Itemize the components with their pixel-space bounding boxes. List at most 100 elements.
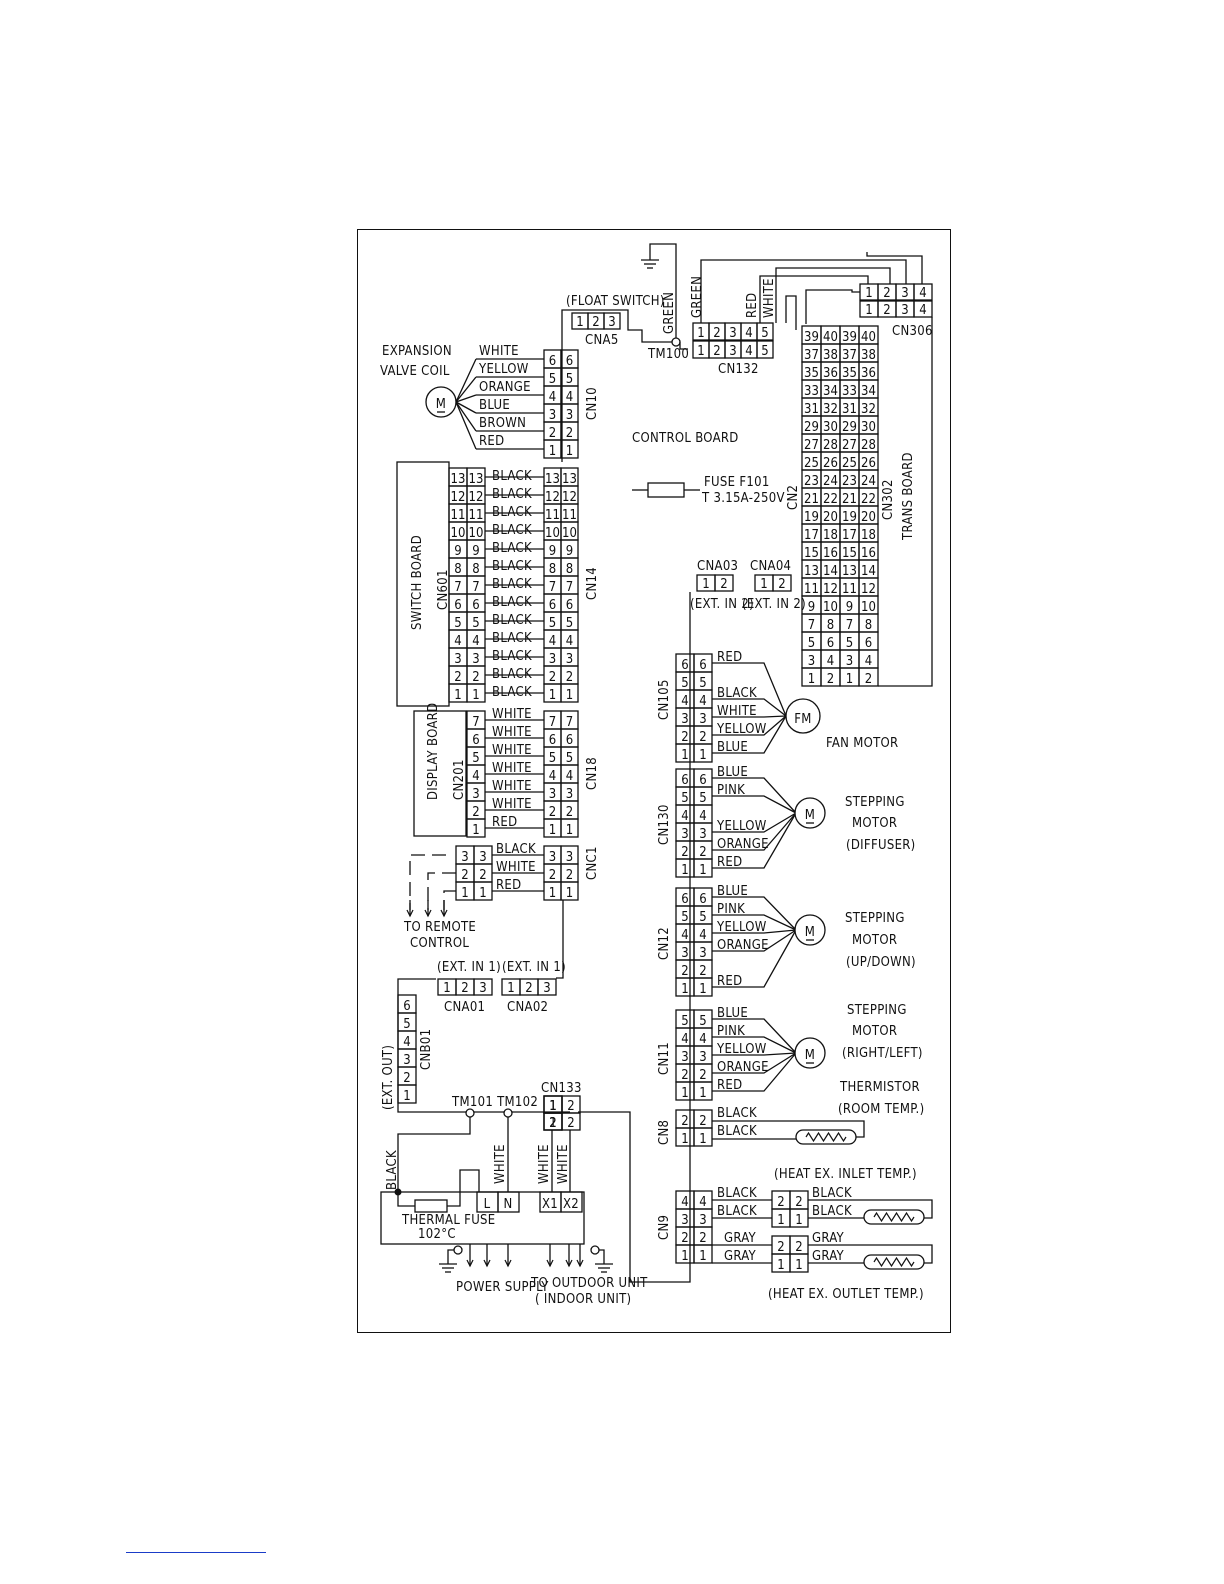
cn601-right-pin-number: 11 [469, 508, 484, 523]
cn14-right-pin-number: 10 [562, 526, 577, 541]
cn11-wire [712, 1052, 797, 1056]
cn14-left-pin-number: 1 [549, 688, 556, 703]
cn2-row-pin-number: 26 [823, 456, 838, 471]
cn2-row-pin-number: 33 [804, 384, 819, 399]
expansion-label-1: EXPANSION [382, 344, 452, 359]
heat-inlet-label: (HEAT EX. INLET TEMP.) [774, 1167, 917, 1182]
cn302-row-pin-number: 28 [861, 438, 876, 453]
cna03-pin-number: 1 [702, 577, 709, 592]
outlet-wire-label: GRAY [812, 1231, 845, 1246]
cn2-row-pin-number: 17 [804, 528, 819, 543]
remote-dashed-wire [427, 872, 456, 910]
cn2-row-pin-number: 38 [823, 348, 838, 363]
cn14-left-pin-number: 10 [545, 526, 560, 541]
cn14-left-pin-number: 2 [549, 670, 556, 685]
cna01-pin-number: 1 [443, 981, 450, 996]
cn10-right-pin-cell [560, 439, 579, 459]
cn18-left-pin-number: 3 [549, 787, 556, 802]
cn9-left-pin-number: 4 [681, 1195, 688, 1210]
cn8-right-pin-number: 2 [699, 1114, 706, 1129]
cn10-left-pin-number: 1 [549, 444, 556, 459]
cn105-left-pin-number: 6 [681, 658, 688, 673]
cn12-left-pin-number: 6 [681, 892, 688, 907]
cn12-wire [712, 929, 797, 952]
cn2-row-pin-number: 30 [823, 420, 838, 435]
cn601-right-pin-number: 12 [469, 490, 484, 505]
tm101-terminal [465, 1108, 475, 1118]
ground-terminal-left [453, 1245, 463, 1255]
rightleft-label: (RIGHT/LEFT) [842, 1046, 923, 1061]
cn133-1-pin-number: 1 [549, 1099, 556, 1114]
cn18-wire-label: WHITE [492, 725, 532, 740]
cn18-wire-label: WHITE [492, 743, 532, 758]
wire-label-green-2: GREEN [690, 276, 705, 318]
remote-arrow-head [424, 909, 432, 918]
cn302-row-pin-number: 40 [861, 330, 876, 345]
cn132-bottom-pin-number: 5 [761, 344, 768, 359]
cn130-left-pin-number: 2 [681, 845, 688, 860]
cn2-row-pin-number: 28 [823, 438, 838, 453]
cn601-right-pin-number: 2 [472, 670, 479, 685]
cn302-row-pin-number: 3 [846, 654, 853, 669]
terminal-l-label: L [484, 1197, 491, 1212]
power-arrow-head [504, 1259, 512, 1268]
cn601-left-pin-number: 3 [454, 652, 461, 667]
wire-label-red-top: RED [745, 293, 760, 318]
footer-link-underline[interactable] [126, 1552, 266, 1553]
cn130-label: CN130 [657, 804, 672, 845]
cnb01-pin-number: 6 [403, 999, 410, 1014]
cn132-wire-1 [700, 259, 907, 323]
cn302-row-pin-number: 24 [861, 474, 876, 489]
cn9-gray-label: GRAY [724, 1249, 757, 1264]
cn130-right-pin-number: 3 [699, 827, 706, 842]
cn306-top-pin-number: 1 [865, 286, 872, 301]
cnb01-pin-number: 5 [403, 1017, 410, 1032]
cn2-row-pin-number: 4 [827, 654, 834, 669]
cn132-bottom-pin-number: 1 [697, 344, 704, 359]
cn306-link [805, 289, 860, 324]
cn302-row-pin-number: 2 [865, 672, 872, 687]
cn10-right-pin-number: 6 [566, 354, 573, 369]
cn105-wire-label: BLUE [717, 740, 748, 755]
cn105-wire [712, 715, 787, 736]
tm102-terminal [503, 1108, 513, 1118]
cn302-row-pin-number: 23 [842, 474, 857, 489]
cnc1-wire-label: WHITE [496, 860, 536, 875]
remote-dashed-wire [443, 890, 456, 910]
cnc1-right-pin-number: 3 [566, 850, 573, 865]
cn133-top-pin-number: 1 [549, 1099, 556, 1114]
cn302-row-pin-number: 22 [861, 492, 876, 507]
cn302-row-pin-number: 1 [846, 672, 853, 687]
outlet-conn-left-pin-number: 1 [777, 1258, 784, 1273]
cn302-row-pin-cell [858, 667, 879, 687]
cn10-wire-label: WHITE [479, 344, 519, 359]
cn10-fan-wire [455, 358, 477, 403]
thermal-fuse-wire-2 [447, 1169, 480, 1207]
cn2-row-pin-number: 36 [823, 366, 838, 381]
fuse-f101 [647, 482, 685, 498]
cn9-wire-label: BLACK [717, 1204, 757, 1219]
cn9-right-pin-number: 3 [699, 1213, 706, 1228]
cn302-row-pin-number: 27 [842, 438, 857, 453]
inlet-conn-right-pin-number: 2 [795, 1195, 802, 1210]
cn12-wire [712, 896, 797, 931]
cn201-pins-pin-number: 4 [472, 769, 479, 784]
cn601-right-pin-number: 3 [472, 652, 479, 667]
cn2-row-pin-number: 10 [823, 600, 838, 615]
wire-label-white-n: WHITE [493, 1144, 508, 1184]
cnb01-pin-number: 1 [403, 1089, 410, 1104]
cn10-fan-wire [455, 401, 477, 414]
cn18-left-pin-number: 6 [549, 733, 556, 748]
cn201-pins-pin-number: 7 [472, 715, 479, 730]
cn105-right-pin-number: 5 [699, 676, 706, 691]
cn2-row-pin-number: 14 [823, 564, 838, 579]
cn9-left-pin-number: 2 [681, 1231, 688, 1246]
cn306-top-pin-number: 2 [883, 286, 890, 301]
cn18-wire-label: WHITE [492, 707, 532, 722]
cn306-bottom-pin-number: 3 [901, 303, 908, 318]
cn18-right-pin-number: 7 [566, 715, 573, 730]
cna03-pin-cell [714, 574, 734, 592]
cn9-label: CN9 [657, 1215, 672, 1240]
cn601-left-pin-number: 4 [454, 634, 461, 649]
cn2-row-pin-number: 37 [804, 348, 819, 363]
